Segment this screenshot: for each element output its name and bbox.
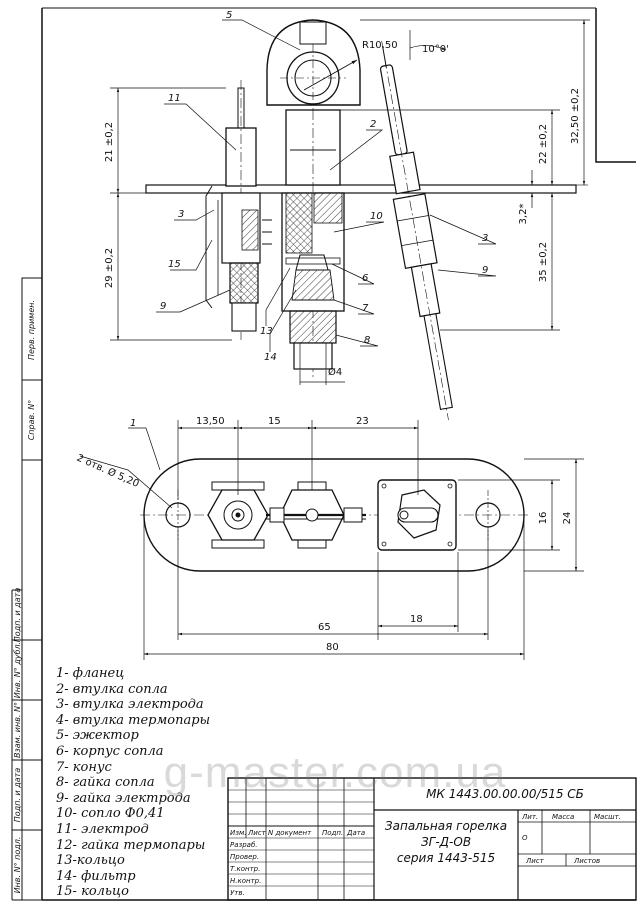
tb-utv: Утв. (230, 889, 245, 897)
nozzle-plan (266, 481, 366, 549)
legend-item: 6- корпус сопла (56, 743, 164, 759)
tb-h-ndoc: N документ (268, 829, 312, 837)
legend-item: 12- гайка термопары (56, 837, 206, 853)
side-label-vzam: Взам. инв. N° (13, 702, 22, 758)
dim-32: 3,2* (518, 204, 529, 225)
callout-7: 7 (362, 303, 369, 314)
tb-masht: Масшт. (594, 813, 621, 821)
legend-item: 3- втулка электрода (56, 697, 204, 713)
legend-item: 1- фланец (56, 666, 125, 681)
dim-r1050: R10,50 (362, 40, 398, 51)
doc-number: МК 1443.00.00.00/515 СБ (426, 787, 584, 801)
callout-leaders (156, 19, 497, 352)
legend-item: 7- конус (56, 759, 112, 775)
product-name-1: Запальная горелка (385, 819, 507, 833)
tb-tkontr: Т.контр. (230, 865, 260, 873)
thermocouple-plate (377, 479, 457, 551)
product-name-3: серия 1443-515 (397, 851, 495, 865)
dim-80: 80 (326, 642, 339, 653)
legend-item: 5- эжектор (56, 728, 139, 744)
legend-item: 11- электрод (56, 821, 149, 837)
tb-h-izm: Изм. (230, 829, 246, 837)
electrode-assembly-right (379, 40, 453, 421)
legend-item: 8- гайка сопла (56, 775, 155, 791)
product-name-2: ЗГ-Д-ОВ (421, 835, 471, 849)
parts-legend: 1- фланец 2- втулка сопла 3- втулка элек… (56, 666, 236, 900)
legend-item: 9- гайка электрода (56, 790, 191, 806)
title-block (227, 777, 637, 901)
callout-2: 2 (370, 119, 376, 130)
legend-item: 13-кольцо (56, 853, 125, 869)
dim-3250: 32,50 ±0,2 (570, 88, 581, 144)
legend-item: 4- втулка термопары (56, 712, 211, 728)
tb-lit-val: О (522, 834, 528, 842)
tb-razrab: Разраб. (230, 841, 258, 849)
dim-holes: 2 отв. Ø 5,20 (75, 452, 141, 490)
side-label-podp-data-1: Подп. и дата (13, 588, 22, 643)
side-label-sprav: Справ. N° (27, 400, 36, 441)
dim-21: 21 ±0,2 (104, 122, 115, 162)
dim-15: 15 (268, 416, 281, 427)
dim-16: 16 (538, 512, 549, 525)
tb-h-podp: Подп. (322, 829, 343, 837)
callout-3-left: 3 (178, 209, 184, 220)
callout-8: 8 (364, 335, 370, 346)
side-label-perv: Перв. примен. (27, 300, 36, 360)
tb-h-list: Лист (247, 829, 267, 837)
section-dimensions (110, 19, 590, 385)
callout-15: 15 (168, 259, 181, 270)
dim-23: 23 (356, 416, 369, 427)
dim-65: 65 (318, 622, 331, 633)
plan-dimensions (79, 420, 584, 660)
callout-9-left: 9 (160, 301, 166, 312)
side-label-inv-podl: Инв. N° подл. (13, 837, 22, 894)
legend-item: 15- кольцо (56, 884, 129, 900)
nozzle-body (281, 192, 345, 370)
dim-18: 18 (410, 614, 423, 625)
callout-5: 5 (226, 10, 232, 21)
dim-35: 35 ±0,2 (538, 242, 549, 282)
callout-9-right: 9 (482, 265, 488, 276)
callout-1: 1 (130, 418, 136, 429)
callout-3-right: 3 (482, 233, 488, 244)
legend-item: 2- втулка сопла (56, 681, 168, 697)
callout-11: 11 (168, 93, 181, 104)
electrode-assembly-left (205, 80, 272, 340)
nozzle-sleeve (285, 109, 341, 380)
callout-14: 14 (264, 352, 277, 363)
tb-list: Лист (525, 857, 545, 865)
side-label-inv-dubl: Инв. N° дубл. (13, 642, 22, 698)
callout-10: 10 (370, 211, 383, 222)
section-view (145, 19, 588, 421)
side-label-podp-data-2: Подп. и дата (13, 768, 22, 823)
hex-nut-left (207, 481, 269, 549)
dim-24: 24 (562, 512, 573, 525)
plan-view (140, 458, 530, 572)
ejector (266, 19, 361, 110)
tb-lit: Лит. (521, 813, 538, 821)
callout-6: 6 (362, 273, 368, 284)
tb-massa: Масса (552, 813, 574, 821)
sheet-frame (11, 7, 636, 901)
tb-nkontr: Н.контр. (230, 877, 261, 885)
legend-item: 10- сопло Ф0,41 (56, 806, 165, 822)
callout-13: 13 (260, 326, 273, 337)
dim-22: 22 ±0,2 (538, 124, 549, 164)
tb-listov: Листов (573, 857, 600, 865)
legend-item: 14- фильтр (56, 868, 136, 884)
dim-29: 29 ±0,2 (104, 248, 115, 288)
dim-phi4: Ø4 (328, 366, 342, 378)
dim-angle: 10°0' (422, 44, 449, 55)
dim-1350: 13,50 (196, 416, 225, 427)
tb-prover: Провер. (230, 853, 259, 861)
tb-h-data: Дата (346, 829, 365, 837)
